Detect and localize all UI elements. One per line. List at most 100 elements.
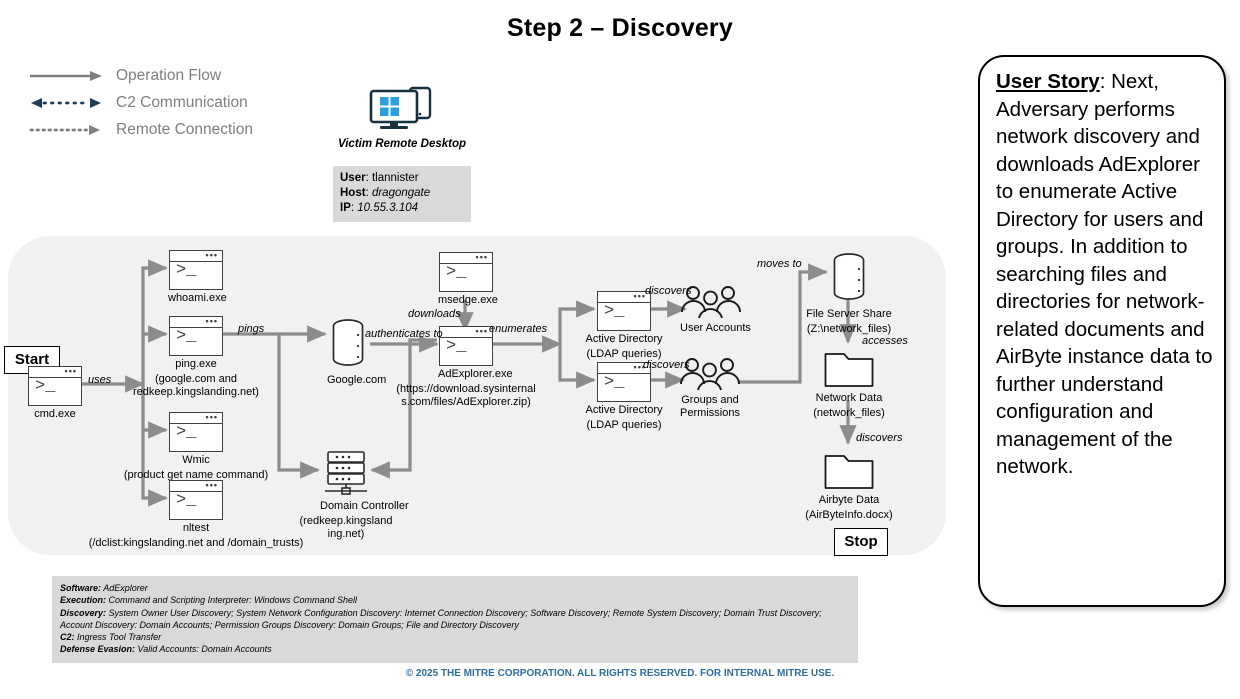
- node-sub-caption: (product get name command): [123, 469, 269, 481]
- victim-user-row: User: tlannister: [340, 172, 419, 184]
- victim-ip-label: IP: [340, 202, 351, 214]
- node-caption: Domain Controller: [320, 500, 409, 512]
- page-title: Step 2 – Discovery: [507, 14, 733, 42]
- node-msedge-exe[interactable]: •••>_ msedge.exe: [438, 252, 498, 307]
- database-icon: [327, 318, 369, 370]
- terminal-icon: •••>_: [439, 252, 493, 292]
- dotted-double-arrow-icon: [28, 92, 108, 114]
- ttp-row: Software: AdExplorer: [60, 582, 850, 594]
- legend-label: Remote Connection: [116, 120, 253, 138]
- node-adexplorer-exe[interactable]: •••>_ AdExplorer.exe (https://download.s…: [396, 326, 536, 409]
- node-active-directory-1[interactable]: •••>_ Active Directory (LDAP queries): [585, 291, 663, 361]
- node-caption: cmd.exe: [34, 408, 76, 420]
- node-whoami-exe[interactable]: •••>_ whoami.exe: [168, 250, 227, 305]
- edge-label-accesses: accesses: [862, 335, 908, 347]
- dotted-arrow-icon: [28, 119, 108, 141]
- node-sub-caption: (https://download.sysinternal s.com/file…: [396, 383, 536, 408]
- legend-item-operation-flow: Operation Flow: [28, 62, 348, 89]
- edge-label-discovers-airbyte: discovers: [856, 432, 903, 444]
- edge-label-discovers-groups: discovers: [643, 359, 690, 371]
- legend-item-remote-connection: Remote Connection: [28, 116, 348, 143]
- edge-label-discovers-users: discovers: [645, 285, 692, 297]
- victim-ip-row: IP: 10.55.3.104: [340, 202, 419, 214]
- node-google-com[interactable]: Google.com: [327, 318, 387, 387]
- node-ping-exe[interactable]: •••>_ ping.exe (google.com and redkeep.k…: [133, 316, 259, 399]
- ttp-row: Execution: Command and Scripting Interpr…: [60, 594, 850, 606]
- victim-host-value: dragongate: [371, 187, 431, 199]
- node-sub-caption: (network_files): [813, 407, 885, 419]
- ttp-row: Discovery: System Owner User Discovery; …: [60, 607, 850, 632]
- edge-label-authenticates-to: authenticates to: [365, 328, 443, 340]
- terminal-icon: •••>_: [169, 480, 223, 520]
- victim-user-value: tlannister: [371, 172, 419, 184]
- node-caption: Active Directory: [585, 404, 663, 416]
- node-caption: Google.com: [327, 374, 387, 386]
- node-sub-caption: (Z:\network_files): [806, 323, 892, 335]
- node-sub-caption: (google.com and redkeep.kingslanding.net…: [133, 373, 259, 398]
- ttp-value: AdExplorer: [103, 583, 148, 593]
- node-caption: Network Data: [815, 392, 883, 404]
- database-icon: [828, 252, 870, 304]
- node-sub-caption: (LDAP queries): [586, 419, 662, 431]
- user-story-card: [978, 55, 1226, 607]
- node-sub-caption: (redkeep.kingsland ing.net): [299, 515, 393, 540]
- node-caption: User Accounts: [680, 322, 751, 334]
- ttp-label: Execution:: [60, 595, 107, 606]
- node-caption: ping.exe: [175, 358, 217, 370]
- node-network-data[interactable]: Network Data (network_files): [813, 350, 885, 420]
- footer-copyright: © 2025 THE MITRE CORPORATION. ALL RIGHTS…: [405, 668, 835, 679]
- ttp-row: C2: Ingress Tool Transfer: [60, 631, 850, 643]
- node-active-directory-2[interactable]: •••>_ Active Directory (LDAP queries): [585, 362, 663, 432]
- node-airbyte-data[interactable]: Airbyte Data (AirByteInfo.docx): [805, 452, 893, 522]
- node-domain-controller[interactable]: Domain Controller (redkeep.kingsland ing…: [300, 450, 409, 541]
- node-sub-caption: (LDAP queries): [586, 348, 662, 360]
- user-story-text: User Story: Next, Adversary performs net…: [996, 68, 1218, 481]
- edge-label-uses: uses: [88, 374, 112, 386]
- node-caption: whoami.exe: [168, 292, 227, 304]
- folder-icon: [823, 350, 875, 388]
- terminal-icon: •••>_: [169, 316, 223, 356]
- user-story-body: : Next, Adversary performs network disco…: [996, 70, 1213, 478]
- node-file-server-share[interactable]: File Server Share (Z:\network_files): [806, 252, 892, 336]
- ttp-value: Command and Scripting Interpreter: Windo…: [108, 595, 358, 606]
- node-user-accounts[interactable]: User Accounts: [680, 285, 751, 335]
- ttp-value: Valid Accounts: Domain Accounts: [137, 644, 272, 655]
- node-groups-and-permissions[interactable]: Groups and Permissions: [679, 357, 741, 420]
- ttp-summary-box: Software: AdExplorer Execution: Command …: [52, 576, 858, 663]
- folder-icon: [823, 452, 875, 490]
- edge-label-pings: pings: [238, 323, 265, 335]
- people-group-icon: [679, 357, 741, 391]
- ttp-label: Defense Evasion:: [60, 644, 136, 655]
- node-nltest[interactable]: •••>_ nltest (/dclist:kingslanding.net a…: [89, 480, 303, 550]
- node-caption: AdExplorer.exe: [438, 368, 513, 380]
- edge-label-moves-to: moves to: [757, 258, 802, 270]
- node-caption: Wmic: [182, 454, 210, 466]
- ttp-row: Defense Evasion: Valid Accounts: Domain …: [60, 643, 850, 655]
- user-story-heading: User Story: [996, 70, 1100, 93]
- victim-ip-value: 10.55.3.104: [357, 202, 419, 214]
- ttp-value: Ingress Tool Transfer: [77, 632, 162, 643]
- terminal-icon: •••>_: [597, 291, 651, 331]
- terminal-icon: •••>_: [597, 362, 651, 402]
- node-sub-caption: (/dclist:kingslanding.net and /domain_tr…: [88, 537, 304, 549]
- node-caption: Groups and Permissions: [680, 394, 740, 419]
- edge-label-enumerates: enumerates: [489, 323, 548, 335]
- legend: Operation Flow C2 Communication Remote C…: [28, 62, 348, 143]
- victim-user-label: User: [340, 172, 366, 184]
- victim-remote-desktop: Victim Remote Desktop: [322, 84, 482, 150]
- node-wmic[interactable]: •••>_ Wmic (product get name command): [124, 412, 268, 482]
- victim-host-label: Host: [340, 187, 366, 199]
- terminal-icon: •••>_: [28, 366, 82, 406]
- terminal-icon: •••>_: [439, 326, 493, 366]
- node-caption: Airbyte Data: [818, 494, 880, 506]
- legend-label: Operation Flow: [116, 66, 222, 84]
- victim-caption: Victim Remote Desktop: [337, 138, 467, 150]
- server-rack-icon: [320, 450, 372, 498]
- people-group-icon: [680, 285, 742, 319]
- terminal-icon: •••>_: [169, 412, 223, 452]
- windows-monitor-icon: [366, 84, 438, 136]
- node-caption: File Server Share: [806, 308, 892, 320]
- node-caption: nltest: [182, 522, 210, 534]
- node-cmd-exe[interactable]: •••>_ cmd.exe: [27, 366, 83, 421]
- edge-label-downloads: downloads: [408, 308, 461, 320]
